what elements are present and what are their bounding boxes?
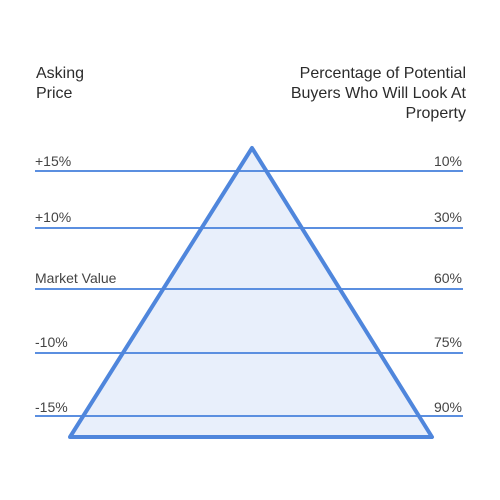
row-lines	[35, 170, 463, 417]
buyers-header-line-1: Percentage of Potential	[299, 65, 466, 82]
price-label-plus-10: +10%	[35, 209, 72, 225]
price-label-market-value: Market Value	[35, 270, 117, 286]
buyers-header-line-2: Buyers Who Will Look At	[290, 85, 466, 102]
buyers-percentage-header: Percentage of Potential Buyers Who Will …	[236, 64, 466, 124]
price-label-minus-15: -15%	[35, 399, 68, 415]
buyers-label-60: 60%	[433, 270, 462, 286]
buyers-label-75: 75%	[433, 334, 462, 350]
asking-price-header-line-1: Asking	[36, 65, 85, 82]
buyers-label-30: 30%	[433, 209, 462, 225]
asking-price-header: Asking Price	[36, 64, 156, 104]
buyers-label-90: 90%	[433, 399, 462, 415]
buyers-header-line-3: Property	[405, 105, 466, 122]
asking-price-header-line-2: Price	[36, 85, 73, 102]
pyramid-outline	[68, 146, 434, 439]
price-label-plus-15: +15%	[35, 153, 72, 169]
price-label-minus-10: -10%	[35, 334, 68, 350]
buyers-label-10: 10%	[433, 153, 462, 169]
pyramid-fill	[70, 148, 432, 437]
